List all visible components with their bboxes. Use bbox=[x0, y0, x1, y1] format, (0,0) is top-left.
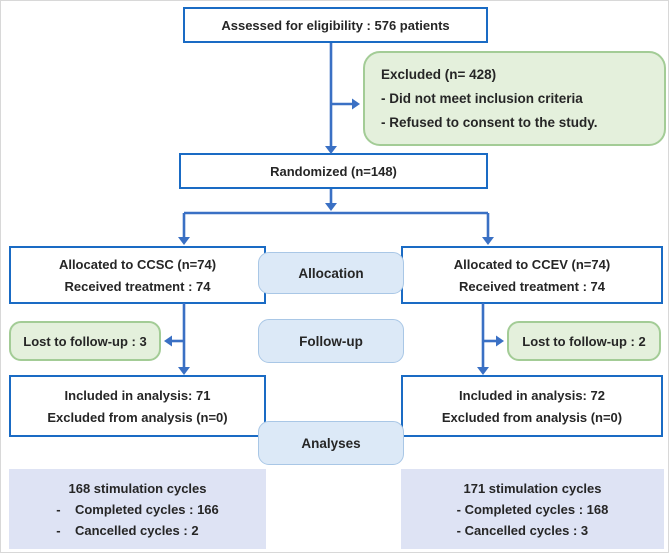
allocated-ccev-line2: Received treatment : 74 bbox=[459, 278, 605, 294]
allocated-ccsc-line1: Allocated to CCSC (n=74) bbox=[58, 256, 217, 272]
cycles-ccev-box: 171 stimulation cycles - Completed cycle… bbox=[401, 469, 664, 549]
lost-followup-ccsc-box: Lost to follow-up : 3 bbox=[9, 321, 161, 361]
cycles-ccsc-title: 168 stimulation cycles bbox=[68, 480, 207, 496]
allocated-ccsc-box: Allocated to CCSC (n=74) Received treatm… bbox=[9, 246, 266, 304]
stage-analyses-pill: Analyses bbox=[258, 421, 404, 465]
arrowhead-right-icon bbox=[496, 335, 504, 347]
cycles-ccsc-item: - Cancelled cycles : 2 bbox=[56, 522, 199, 538]
arrowhead-down-icon bbox=[178, 367, 190, 375]
analysis-ccsc-line1: Included in analysis: 71 bbox=[64, 387, 211, 403]
lost-followup-ccev-box: Lost to follow-up : 2 bbox=[507, 321, 661, 361]
analysis-ccev-line2: Excluded from analysis (n=0) bbox=[441, 409, 623, 425]
cycles-ccev-title: 171 stimulation cycles bbox=[463, 480, 602, 496]
lost-followup-ccsc-label: Lost to follow-up : 3 bbox=[23, 333, 147, 349]
stage-allocation-pill: Allocation bbox=[258, 252, 404, 294]
arrowhead-down-icon bbox=[325, 203, 337, 211]
cycles-ccev-content: 171 stimulation cycles - Completed cycle… bbox=[457, 481, 609, 538]
arrowhead-right-icon bbox=[352, 98, 360, 110]
excluded-item: - Refused to consent to the study. bbox=[381, 115, 598, 130]
allocated-ccev-box: Allocated to CCEV (n=74) Received treatm… bbox=[401, 246, 663, 304]
analysis-ccsc-line2: Excluded from analysis (n=0) bbox=[47, 409, 228, 425]
lost-followup-ccev-label: Lost to follow-up : 2 bbox=[522, 333, 646, 349]
excluded-item: - Did not meet inclusion criteria bbox=[381, 91, 583, 106]
cycles-ccev-item: - Cancelled cycles : 3 bbox=[456, 522, 589, 538]
excluded-box: Excluded (n= 428) - Did not meet inclusi… bbox=[363, 51, 666, 146]
cycles-ccsc-content: 168 stimulation cycles - Completed cycle… bbox=[56, 481, 219, 538]
analysis-ccsc-box: Included in analysis: 71 Excluded from a… bbox=[9, 375, 266, 437]
allocated-ccsc-line2: Received treatment : 74 bbox=[64, 278, 211, 294]
assessed-label: Assessed for eligibility : 576 patients bbox=[221, 17, 450, 33]
stage-followup-pill: Follow-up bbox=[258, 319, 404, 363]
allocated-ccev-line1: Allocated to CCEV (n=74) bbox=[453, 256, 611, 272]
excluded-title: Excluded (n= 428) bbox=[381, 67, 497, 82]
randomized-label: Randomized (n=148) bbox=[270, 163, 397, 179]
cycles-ccsc-item: - Completed cycles : 166 bbox=[56, 501, 219, 517]
stage-followup-label: Follow-up bbox=[299, 333, 363, 349]
arrowhead-down-icon bbox=[178, 237, 190, 245]
stage-allocation-label: Allocation bbox=[298, 265, 364, 281]
analysis-ccev-box: Included in analysis: 72 Excluded from a… bbox=[401, 375, 663, 437]
cycles-ccev-item: - Completed cycles : 168 bbox=[456, 501, 609, 517]
arrowhead-down-icon bbox=[477, 367, 489, 375]
analysis-ccev-line1: Included in analysis: 72 bbox=[459, 387, 605, 403]
arrowhead-down-icon bbox=[482, 237, 494, 245]
arrowhead-left-icon bbox=[164, 335, 172, 347]
cycles-ccsc-box: 168 stimulation cycles - Completed cycle… bbox=[9, 469, 266, 549]
randomized-box: Randomized (n=148) bbox=[179, 153, 488, 189]
stage-analyses-label: Analyses bbox=[301, 435, 361, 451]
assessed-box: Assessed for eligibility : 576 patients bbox=[183, 7, 488, 43]
